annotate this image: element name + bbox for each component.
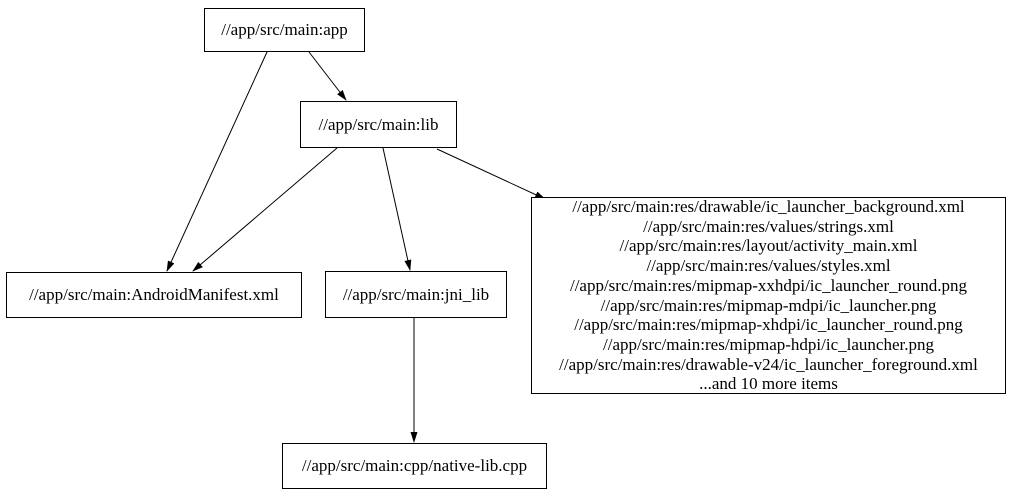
edge-lib-to-manifest [192, 147, 338, 272]
node-android-manifest-label: //app/src/main:AndroidManifest.xml [29, 285, 279, 305]
node-res-files: //app/src/main:res/drawable/ic_launcher_… [531, 197, 1006, 394]
node-app: //app/src/main:app [204, 8, 365, 52]
node-jni-lib-label: //app/src/main:jni_lib [342, 284, 490, 304]
node-res-files-label: //app/src/main:res/drawable/ic_launcher_… [559, 196, 978, 394]
node-app-label: //app/src/main:app [221, 20, 348, 40]
node-lib-label: //app/src/main:lib [318, 114, 439, 134]
edge-app-to-lib [308, 51, 347, 101]
edge-lib-to-jni-lib [382, 147, 412, 271]
node-native-lib-cpp: //app/src/main:cpp/native-lib.cpp [282, 443, 547, 489]
node-native-lib-cpp-label: //app/src/main:cpp/native-lib.cpp [301, 456, 528, 476]
edge-lib-to-res-files [436, 148, 546, 200]
edge-app-to-manifest [166, 51, 268, 272]
node-lib: //app/src/main:lib [300, 101, 457, 148]
node-jni-lib: //app/src/main:jni_lib [325, 271, 507, 318]
node-android-manifest: //app/src/main:AndroidManifest.xml [6, 272, 302, 318]
